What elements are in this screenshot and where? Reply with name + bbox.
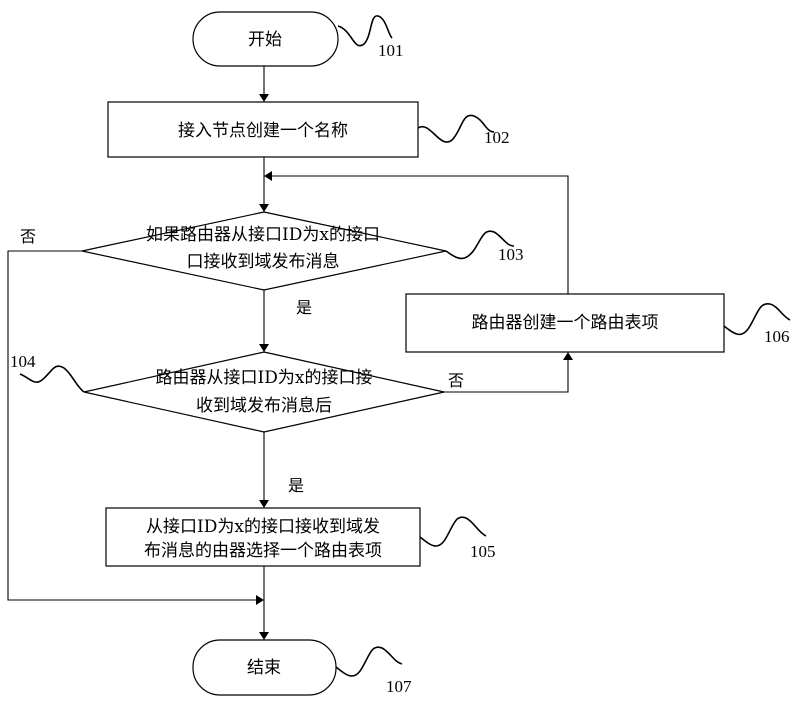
ref-106: 106 — [764, 327, 790, 346]
create-route-label: 路由器创建一个路由表项 — [472, 313, 659, 333]
create-route-box: 路由器创建一个路由表项 — [406, 294, 724, 352]
decision2-yes-label: 是 — [288, 476, 304, 495]
decision1-shape — [82, 212, 446, 290]
arrowhead — [259, 500, 269, 508]
ref-101: 101 — [378, 41, 404, 60]
decision1-label-line1: 如果路由器从接口ID为x的接口 — [146, 225, 380, 245]
decision1-label-line2: 口接收到域发布消息 — [187, 252, 340, 272]
decision1: 如果路由器从接口ID为x的接口 口接收到域发布消息 — [82, 212, 446, 290]
ref-103: 103 — [498, 245, 524, 264]
arrowhead — [259, 94, 269, 102]
end-label: 结束 — [247, 658, 281, 678]
leader-102 — [418, 115, 494, 142]
decision1-yes-label: 是 — [296, 298, 312, 317]
create-name-box: 接入节点创建一个名称 — [108, 102, 418, 157]
ref-107: 107 — [386, 677, 412, 696]
select-route-box: 从接口ID为x的接口接收到域发 布消息的由器选择一个路由表项 — [106, 508, 420, 566]
ref-105: 105 — [470, 542, 496, 561]
select-route-label-line2: 布消息的由器选择一个路由表项 — [144, 541, 382, 561]
ref-102: 102 — [484, 128, 510, 147]
decision2-label-line2: 收到域发布消息后 — [196, 396, 332, 416]
create-name-label: 接入节点创建一个名称 — [178, 121, 348, 141]
select-route-label-line1: 从接口ID为x的接口接收到域发 — [146, 517, 380, 537]
arrowhead — [259, 632, 269, 640]
decision2: 路由器从接口ID为x的接口接 收到域发布消息后 — [84, 352, 444, 432]
decision1-no-label: 否 — [20, 227, 36, 246]
leader-107 — [336, 647, 402, 676]
decision2-no-label: 否 — [448, 371, 464, 390]
decision2-label-line1: 路由器从接口ID为x的接口接 — [156, 368, 373, 388]
arrowhead — [256, 595, 264, 605]
decision2-shape — [84, 352, 444, 432]
end-terminal: 结束 — [193, 640, 336, 695]
start-terminal: 开始 — [193, 12, 338, 66]
arrowhead — [264, 171, 272, 181]
arrowhead — [259, 204, 269, 212]
arrowhead — [563, 352, 573, 360]
arrowhead — [259, 344, 269, 352]
start-label: 开始 — [248, 30, 282, 50]
ref-104: 104 — [10, 352, 36, 371]
